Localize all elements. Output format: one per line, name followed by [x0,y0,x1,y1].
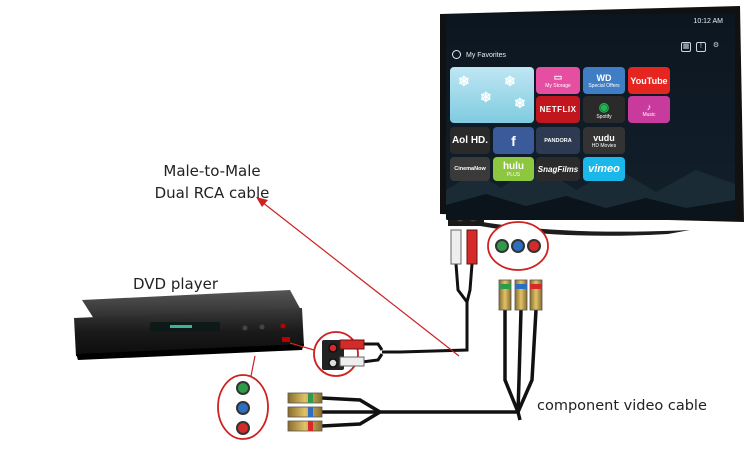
tv-port-blue [511,239,525,253]
dvd-audio-port-white [328,358,338,368]
component-cable-label: component video cable [537,398,707,414]
tv-port-red [527,239,541,253]
tile-label: hulu [502,160,525,172]
favorites-icon [452,50,461,59]
tile-label: SnagFilms [537,164,579,174]
tile-facebook: f [493,127,534,154]
tile-label: vimeo [588,163,620,175]
tv-section-title: My Favorites [466,52,507,59]
tile-pandora: PANDORA [536,127,580,154]
tv-grid-icon: ▦ [681,42,691,52]
tile-sublabel: HD Movies [591,142,617,149]
tv-warning-icon: ! [696,42,706,52]
tv-rca-plug-red [466,229,478,265]
tile-label: Spotify [596,113,612,120]
tile-cinemanow: CinemaNow [450,157,490,181]
tv-rca-plug-white [450,229,462,265]
rca-label-arrow [256,197,460,357]
tile-label: vudu [593,132,615,143]
dvd-component-plug-red [287,420,323,432]
tv-screen: 10:12 AM ▦ ! ⚙ My Favorites ❄ ❄ ❄ ❄ ▭ My… [446,14,735,220]
tile-label: YouTube [630,75,668,86]
snowflake-icon: ❄ [504,73,516,89]
storage-icon: ▭ [553,72,563,82]
dvd-display [170,325,192,328]
dvd-button [259,324,265,330]
tile-sublabel: PLUS [506,171,521,178]
callout-dvd-component [217,355,269,440]
tile-vimeo: vimeo [583,157,625,181]
tile-vudu: vudu HD Movies [583,127,625,154]
rca-audio-cable [339,229,478,367]
tile-label: WD [596,72,612,83]
dvd-rca-plug-red [339,339,365,350]
music-icon: ♪ [646,101,652,112]
dvd-power-button [280,323,286,329]
dvd-player [74,290,304,360]
rca-cable-label: Male-to-Male Dual RCA cable [137,160,287,204]
tile-spotify: ◉ Spotify [583,96,625,123]
dvd-component-plug-green [287,392,323,404]
tv-settings-icon: ⚙ [712,42,720,49]
dvd-port-green [236,381,250,395]
tile-sublabel: Special Offers [588,82,620,89]
dvd-rca-plug-white [339,356,365,367]
tile-snagfilms: SnagFilms [536,157,580,181]
snowflake-icon: ❄ [458,73,470,89]
dvd-audio-port-red [328,343,338,353]
rca-cable-label-line1: Male-to-Male [163,162,261,180]
tile-aol: Aol HD. [450,127,490,154]
dvd-port-blue [236,401,250,415]
spotify-icon: ◉ [598,99,610,114]
tile-my-storage: ▭ My Storage [536,67,580,94]
tile-label: CinemaNow [454,166,486,172]
dvd-port-red [236,421,250,435]
tile-weather: ❄ ❄ ❄ ❄ [450,67,534,123]
tv-port-green [495,239,509,253]
tile-youtube: YouTube [628,67,670,94]
dvd-back-port [282,337,290,342]
tile-label: Music [642,111,656,118]
tile-label: PANDORA [544,137,572,144]
facebook-icon: f [511,132,516,149]
tile-wd: WD Special Offers [583,67,625,94]
tile-label: NETFLIX [539,105,577,114]
dvd-button [242,325,248,331]
component-cable [287,279,543,432]
tile-hulu: hulu PLUS [493,157,534,181]
dvd-component-plug-blue [287,406,323,418]
tv-clock: 10:12 AM [693,18,723,25]
dvd-player-label: DVD player [133,275,219,293]
callout-tv-component [487,221,549,271]
snowflake-icon: ❄ [514,95,526,111]
tile-label: My Storage [545,83,571,89]
tile-label: Aol HD. [451,135,489,146]
snowflake-icon: ❄ [480,89,492,105]
tile-netflix: NETFLIX [536,96,580,123]
dvd-base [76,344,304,360]
tile-music: ♪ Music [628,96,670,123]
rca-cable-label-line2: Dual RCA cable [154,184,270,202]
